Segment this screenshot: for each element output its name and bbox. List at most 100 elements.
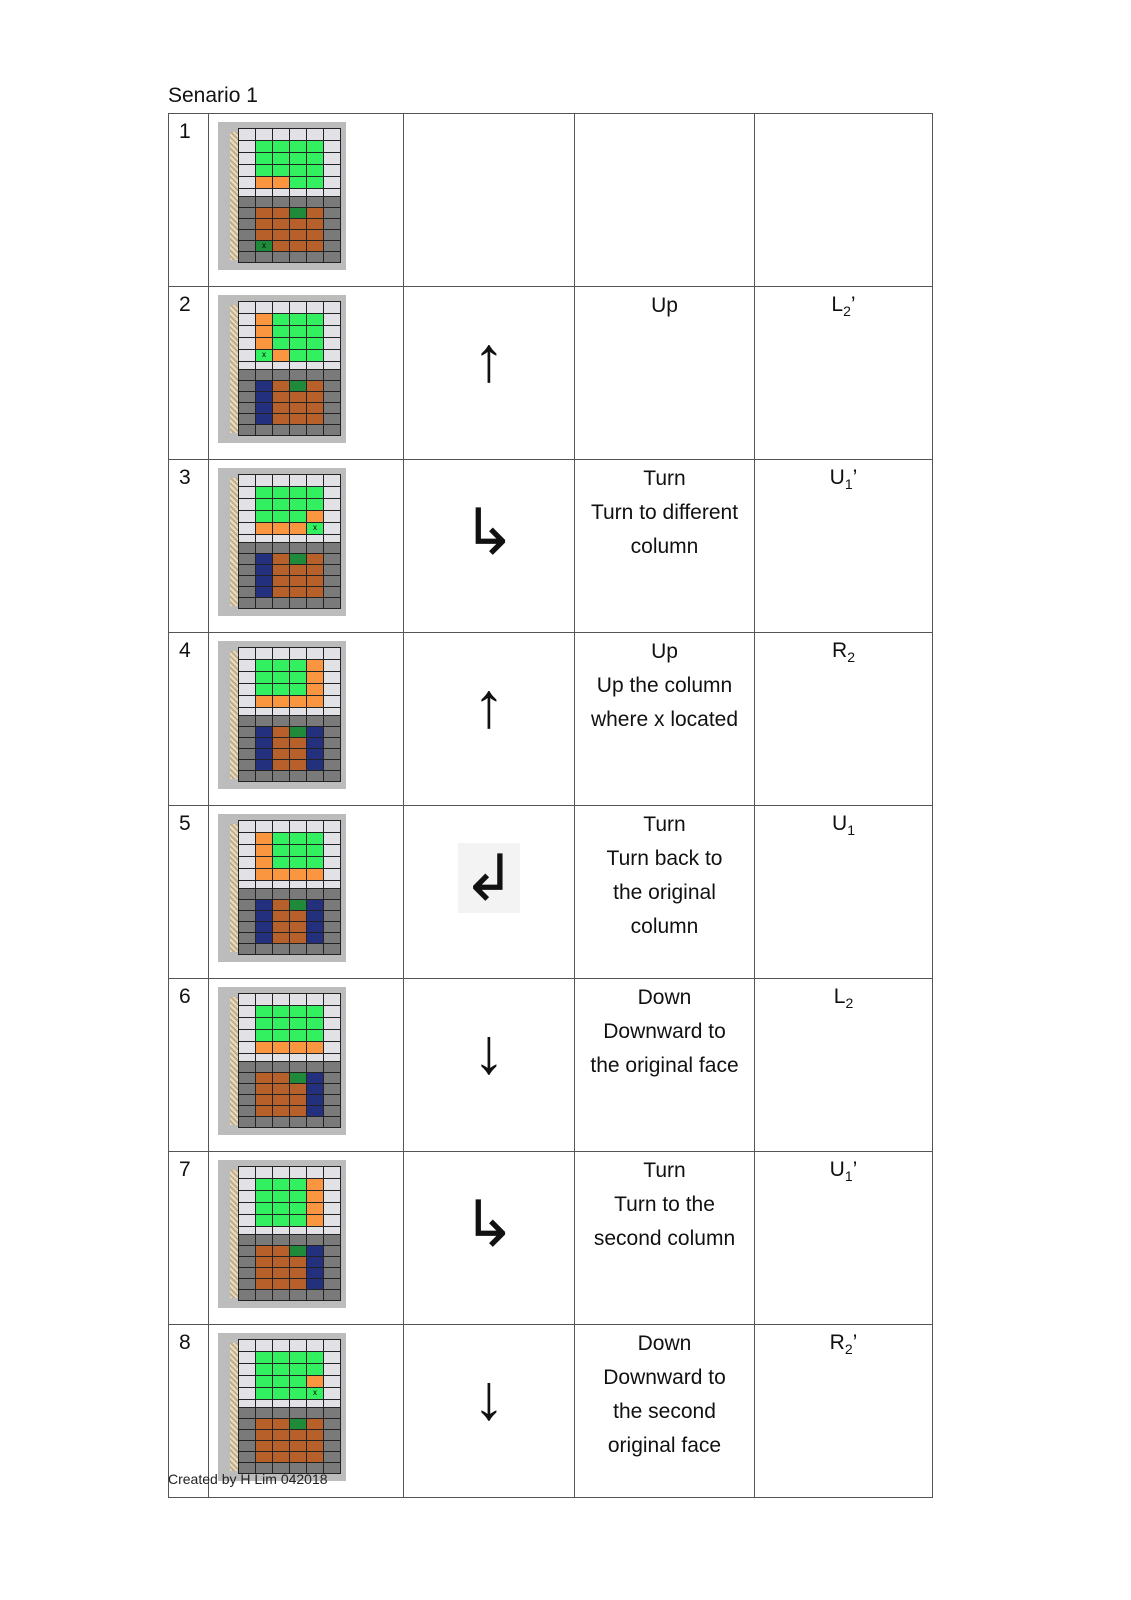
cube-cell	[273, 414, 289, 424]
cube-cell	[273, 487, 289, 498]
cube-cell	[239, 499, 255, 510]
cube-cell	[273, 1203, 289, 1214]
cube-cell	[307, 911, 323, 921]
cube-cell	[290, 1018, 306, 1029]
cube-cell	[239, 1340, 255, 1351]
cube-cell	[256, 1340, 272, 1351]
cube-cell	[239, 326, 255, 337]
cube-cell	[290, 1268, 306, 1278]
cube-cell	[273, 165, 289, 176]
cube-cell	[324, 1441, 340, 1451]
cube-image-cell: x	[208, 113, 404, 287]
cube-cell	[307, 1084, 323, 1094]
cube-cell	[239, 153, 255, 164]
cube-cell	[290, 889, 306, 899]
cube-cell	[324, 1167, 340, 1178]
top-face-grid: x	[238, 301, 341, 374]
cube-cell	[273, 911, 289, 921]
cube-cell	[290, 994, 306, 1005]
cube-cell	[273, 889, 289, 899]
cube-cell	[256, 922, 272, 932]
cube-cell	[324, 189, 340, 200]
cube-cell	[290, 576, 306, 586]
cube-cell	[324, 554, 340, 564]
cube-cell	[324, 565, 340, 575]
cube-cell	[324, 314, 340, 325]
cube-cell	[239, 189, 255, 200]
arrow-down-icon: ↓	[473, 1361, 505, 1433]
cube-cell	[273, 1388, 289, 1399]
cube-cell	[239, 370, 255, 380]
cube-cell	[290, 523, 306, 534]
cube-cell: x	[307, 523, 323, 534]
cube-cell	[239, 1042, 255, 1053]
cube-cell	[307, 869, 323, 880]
cube-cell	[290, 1073, 306, 1083]
move-prime: ’	[850, 293, 856, 316]
move-notation-cell	[754, 113, 933, 287]
cube-cell	[239, 523, 255, 534]
cube-cell	[256, 944, 272, 954]
cube-cell	[290, 129, 306, 140]
cube-cell	[256, 1452, 272, 1462]
cube-cell	[273, 252, 289, 262]
cube-cell	[307, 1030, 323, 1041]
cube-cell	[273, 1179, 289, 1190]
cube-cell	[307, 414, 323, 424]
cube-cell	[290, 1179, 306, 1190]
cube-cell	[239, 1430, 255, 1440]
cube-cell	[256, 648, 272, 659]
cube-cell	[273, 684, 289, 695]
cube-cell	[239, 350, 255, 361]
cube-cell	[324, 994, 340, 1005]
cube-cell	[307, 1215, 323, 1226]
cube-cell	[290, 900, 306, 910]
cube-cell	[324, 1203, 340, 1214]
cube-cell	[307, 219, 323, 229]
cube-cell	[290, 881, 306, 892]
cube-cell	[273, 833, 289, 844]
cube-cell	[273, 499, 289, 510]
cube-cell	[273, 857, 289, 868]
cube-cell	[290, 338, 306, 349]
cube-cell	[290, 911, 306, 921]
document-title: Senario 1	[168, 84, 258, 107]
cube-cell	[290, 833, 306, 844]
cube-cell	[239, 716, 255, 726]
cube-cell	[324, 1073, 340, 1083]
cube-cell	[273, 1452, 289, 1462]
cube-cell	[239, 554, 255, 564]
cube-cell	[273, 1268, 289, 1278]
cube-cell	[307, 535, 323, 546]
cube-cell	[290, 933, 306, 943]
cube-cell	[239, 1167, 255, 1178]
cube-cell	[273, 598, 289, 608]
cube-cell	[324, 1054, 340, 1065]
cube-cell	[290, 543, 306, 553]
cube-cell	[273, 696, 289, 707]
cube-cell	[239, 857, 255, 868]
cube-cell	[324, 1215, 340, 1226]
cube-cell	[239, 141, 255, 152]
cube-cell	[239, 165, 255, 176]
cube-cell	[273, 1364, 289, 1375]
move-layer: 1	[844, 476, 853, 493]
cube-cell	[239, 881, 255, 892]
description-line: Up	[651, 640, 678, 663]
cube-cell	[256, 499, 272, 510]
cube-cell	[307, 1054, 323, 1065]
move-letter: U	[829, 466, 845, 489]
cube-cell	[256, 821, 272, 832]
move-layer: 2	[843, 303, 851, 320]
cube-cell	[239, 392, 255, 402]
top-face-grid	[238, 128, 341, 201]
cube-cell	[290, 944, 306, 954]
cube-cell	[239, 1290, 255, 1300]
cube-cell	[256, 1400, 272, 1411]
cube-cell	[324, 1246, 340, 1256]
cube-image-cell	[208, 978, 404, 1152]
description-line: the original	[613, 881, 716, 904]
